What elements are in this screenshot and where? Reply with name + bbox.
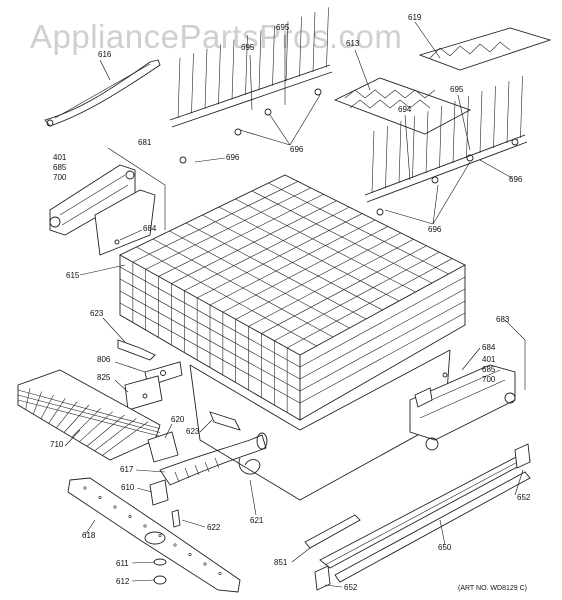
part-710-silverware-basket: [17, 369, 161, 461]
label-621: 621: [250, 516, 264, 525]
part-labels: 616 695 695 613 619 695 694 696 696 696 …: [50, 13, 531, 592]
part-623-clip-left: [117, 339, 156, 361]
label-700-right: 700: [482, 375, 496, 384]
label-695-a: 695: [241, 43, 255, 52]
part-695-tine-row-left: [169, 7, 333, 164]
label-695-c: 695: [450, 85, 464, 94]
label-696-c: 696: [509, 175, 523, 184]
art-number: (ART NO. WD8129 C): [458, 585, 527, 592]
label-700-left: 700: [53, 173, 67, 182]
part-851-rail-clip: [304, 514, 361, 549]
label-696-a: 696: [226, 153, 240, 162]
label-681: 681: [138, 138, 152, 147]
label-685-left: 685: [53, 163, 67, 172]
part-652-rail-stop-top: [514, 443, 531, 469]
part-616-rail: [44, 59, 161, 127]
label-620: 620: [171, 415, 185, 424]
label-684-left: 684: [143, 224, 157, 233]
label-684-right: 684: [482, 343, 496, 352]
label-694: 694: [398, 105, 412, 114]
part-652-rail-stop-bottom: [314, 565, 331, 591]
label-696-d: 696: [428, 225, 442, 234]
label-611: 611: [116, 559, 129, 568]
label-806: 806: [97, 355, 111, 364]
part-694-tine-row-right: [364, 75, 528, 216]
part-825-handle-cover: [124, 375, 163, 411]
part-617-manifold: [159, 432, 268, 486]
label-683: 683: [496, 315, 510, 324]
part-621-spring: [238, 457, 261, 475]
part-622-screw: [171, 509, 181, 528]
part-650-slide-rail: [319, 454, 531, 583]
label-685-right: 685: [482, 365, 496, 374]
part-619-wire-shelf: [418, 27, 552, 71]
label-401-left: 401: [53, 153, 67, 162]
label-650: 650: [438, 543, 452, 552]
part-683-side-bracket: [409, 364, 516, 451]
label-825: 825: [97, 373, 111, 382]
label-623-left: 623: [90, 309, 104, 318]
part-623-clip-center: [209, 411, 241, 431]
label-612: 612: [116, 577, 130, 586]
part-611-washer: [153, 558, 167, 566]
label-623-center: 623: [186, 427, 200, 436]
part-681-side-bracket: [49, 164, 156, 256]
leader-lines: [64, 21, 526, 588]
label-618: 618: [82, 531, 96, 540]
part-613-clip-tray: [333, 77, 472, 135]
label-610: 610: [121, 483, 135, 492]
label-622: 622: [207, 523, 221, 532]
label-710: 710: [50, 440, 64, 449]
label-615: 615: [66, 271, 80, 280]
label-617: 617: [120, 465, 134, 474]
label-613: 613: [346, 39, 360, 48]
label-695-b: 695: [276, 23, 290, 32]
label-652-top: 652: [517, 493, 531, 502]
watermark-text: AppliancePartsPros.com: [30, 18, 402, 55]
part-610-bearing: [149, 479, 169, 506]
part-618-spray-arm: [67, 477, 241, 593]
label-652-bottom: 652: [344, 583, 358, 592]
label-696-b: 696: [290, 145, 304, 154]
part-612-nut: [153, 575, 167, 585]
label-619: 619: [408, 13, 422, 22]
part-615-upper-rack: [119, 174, 466, 501]
label-401-right: 401: [482, 355, 496, 364]
part-620-pad: [147, 431, 179, 463]
label-616: 616: [98, 50, 112, 59]
label-851: 851: [274, 558, 288, 567]
